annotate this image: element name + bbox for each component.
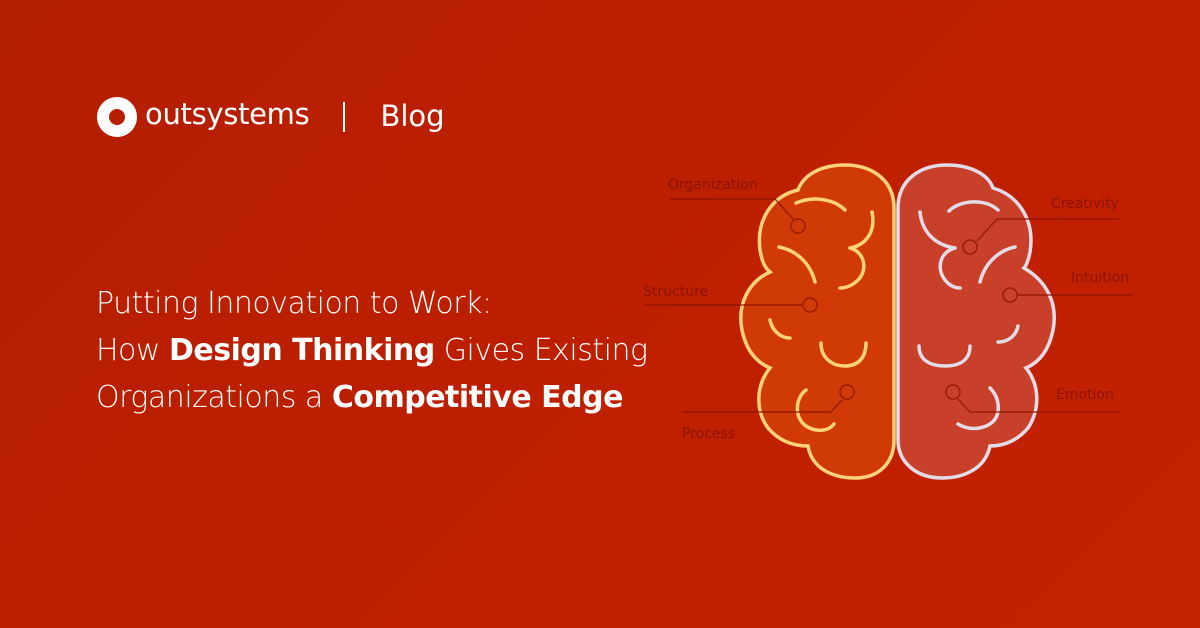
header-divider: [343, 102, 346, 132]
headline-emphasis: Competitive Edge: [331, 380, 624, 415]
headline-line-2: How Design Thinking Gives Existing: [96, 327, 648, 374]
brand-name: outsystems: [145, 97, 310, 131]
headline-text: How: [96, 333, 169, 368]
brain-label-intuition: Intuition: [1071, 270, 1130, 286]
label-connectors: [645, 198, 1133, 413]
blog-header: outsystems Blog: [97, 97, 445, 137]
left-hemisphere: [739, 163, 896, 480]
headline-text: Gives Existing: [434, 333, 648, 368]
headline-line-3: Organizations a Competitive Edge: [96, 374, 648, 421]
section-name: Blog: [380, 99, 445, 133]
brain-label-process: Process: [682, 426, 736, 442]
brain-label-organization: Organization: [668, 177, 758, 193]
headline-line-1: Putting Innovation to Work:: [96, 286, 492, 321]
brain-label-creativity: Creativity: [1051, 196, 1119, 212]
headline-text: Organizations a: [96, 380, 332, 415]
headline-emphasis: Design Thinking: [169, 333, 435, 368]
article-headline: Putting Innovation to Work: How Design T…: [96, 280, 648, 421]
right-hemisphere: [896, 163, 1056, 480]
brain-label-emotion: Emotion: [1056, 387, 1114, 403]
outsystems-logo-icon: [97, 97, 137, 137]
brain-label-structure: Structure: [643, 284, 709, 300]
